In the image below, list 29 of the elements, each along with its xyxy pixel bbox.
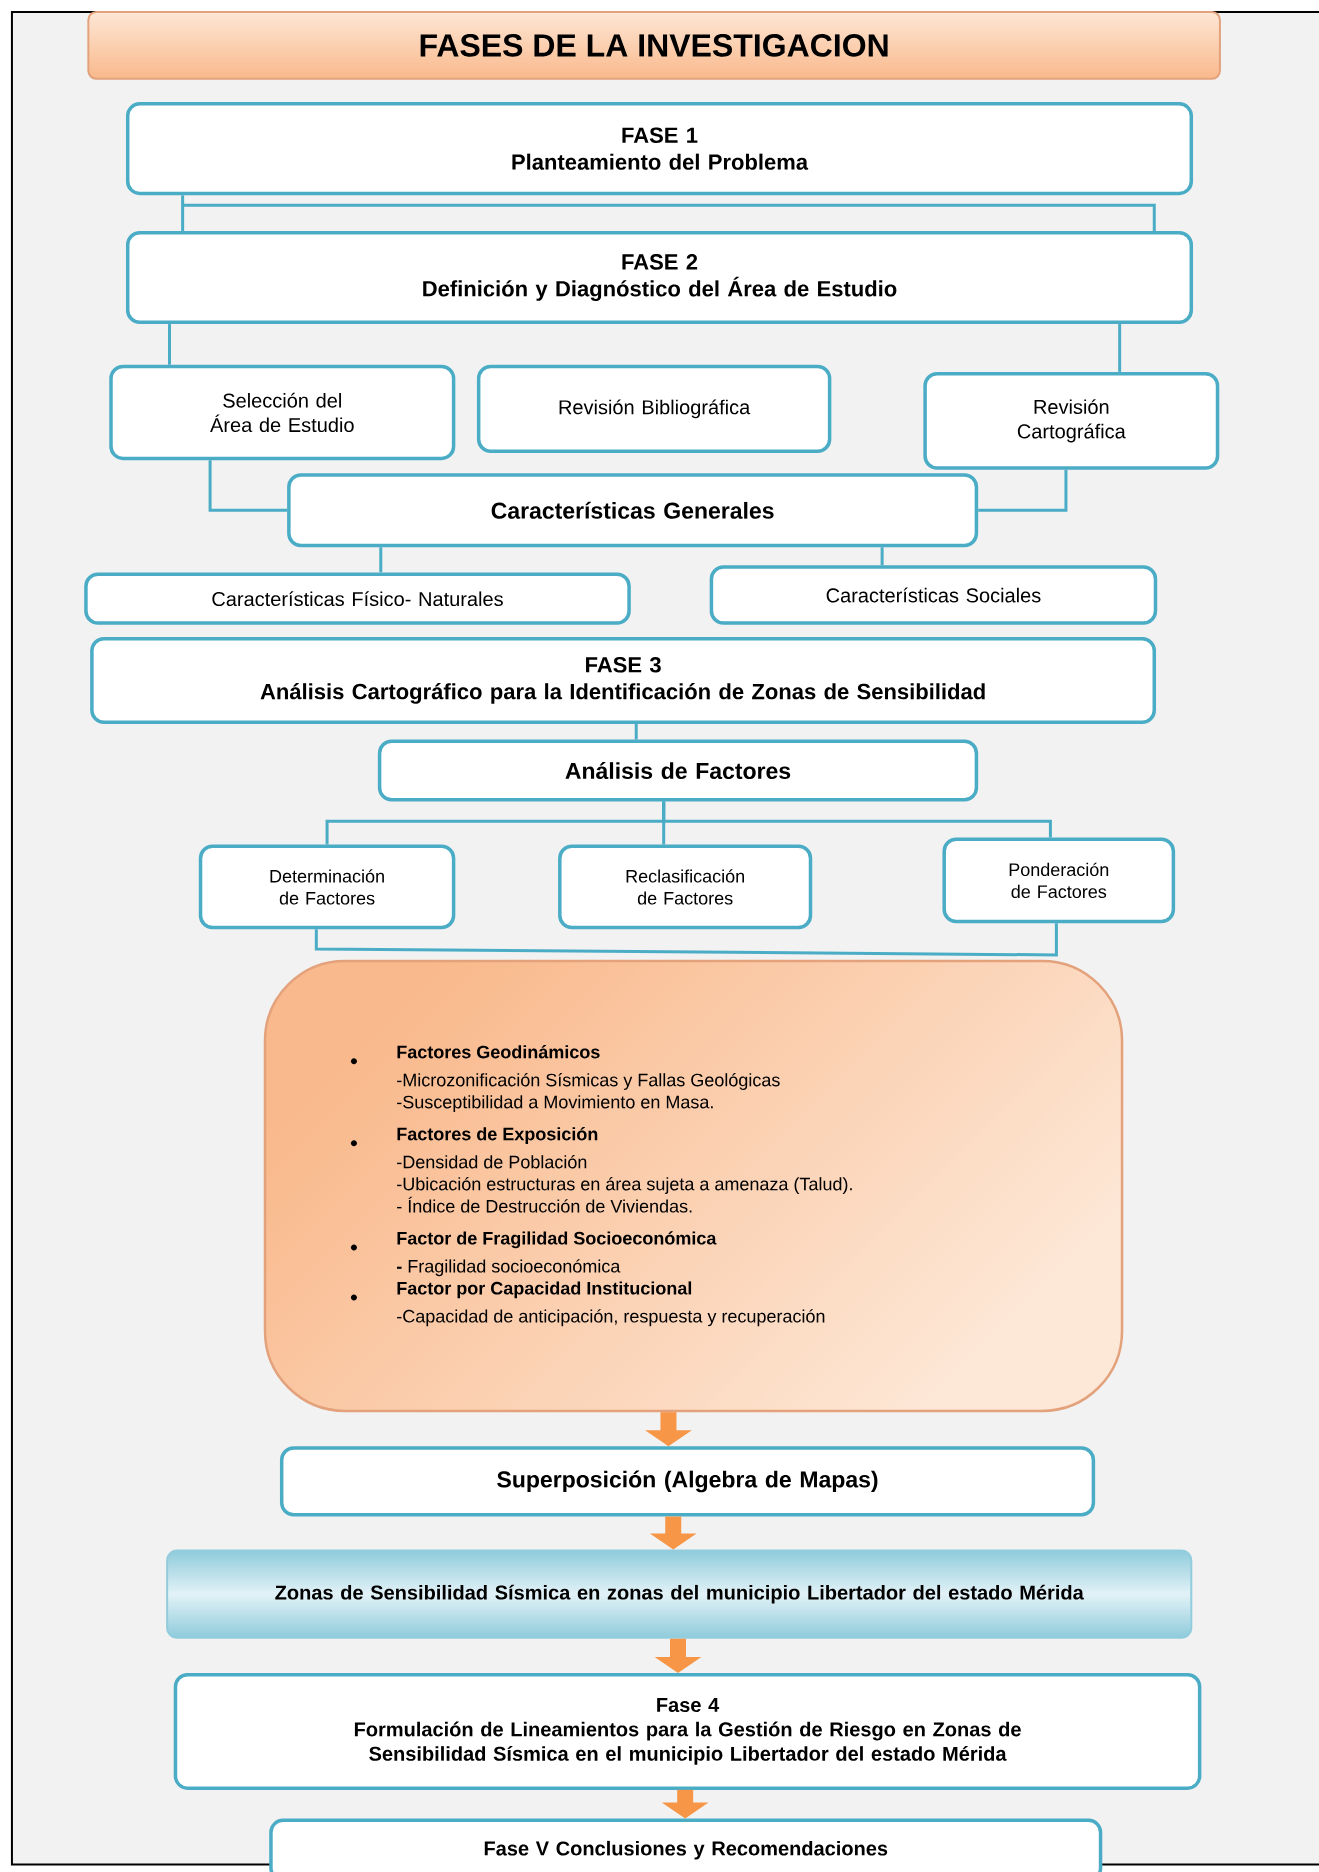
process-box: Revisión Cartográfica xyxy=(923,371,1220,470)
process-box: Análisis de Factores xyxy=(377,739,979,802)
connector-line xyxy=(379,547,383,573)
connector-line xyxy=(314,923,1058,957)
process-box: Fase 4 Formulación de Lineamientos para la Gestión de Riesgo en Zonas de Sensibilidad Sísmica en el municipio Libertador del estado Mérida xyxy=(173,1673,1202,1790)
process-box: Características Generales xyxy=(287,473,979,548)
process-box: FASE 3 Análisis Cartográfico para la Identificación de Zonas de Sensibilidad xyxy=(90,636,1156,724)
process-box: Reclasificación de Factores xyxy=(558,844,813,930)
connector-line xyxy=(880,547,884,566)
process-box: FASE 1 Planteamiento del Problema xyxy=(125,102,1194,196)
connector-line xyxy=(662,801,1052,838)
process-box: Características Sociales xyxy=(709,565,1158,625)
factor-list-box: Factores Geodinámicos -Microzonificación Sísmicas y Fallas Geológicas -Susceptibilidad a Movimiento en Masa. Factores de Exposición -Densidad de Población -Ubicación estructuras en área sujeta a amenaza (Talud). - Índice de Destrucción de Viviendas. Factor de Fragilidad Socioeconómica - Fragilidad socioeconómica Factor por Capacidad Institucional -Capacidad de anticipación, respuesta y recuperación xyxy=(263,959,1124,1413)
connector-line xyxy=(181,193,1156,233)
result-box: Zonas de Sensibilidad Sísmica en zonas del municipio Libertador del estado Mérida xyxy=(166,1549,1193,1639)
connector-line xyxy=(978,469,1068,512)
process-box: Revisión Bibliográfica xyxy=(476,364,832,453)
connector-line xyxy=(1118,324,1122,372)
process-box: Fase V Conclusiones y Recomendaciones xyxy=(269,1818,1103,1872)
process-box: Ponderación de Factores xyxy=(942,837,1176,924)
connector-line xyxy=(168,324,171,365)
process-box: Superposición (Algebra de Mapas) xyxy=(279,1446,1096,1517)
connector-line xyxy=(634,723,638,740)
process-box: Características Físico- Naturales xyxy=(84,572,631,625)
connector-line xyxy=(208,460,288,512)
process-box: Selección del Área de Estudio xyxy=(109,364,456,461)
title-banner: FASES DE LA INVESTIGACION xyxy=(87,10,1221,80)
process-box: Determinación de Factores xyxy=(198,844,456,930)
process-box: FASE 2 Definición y Diagnóstico del Área de Estudio xyxy=(125,231,1194,325)
